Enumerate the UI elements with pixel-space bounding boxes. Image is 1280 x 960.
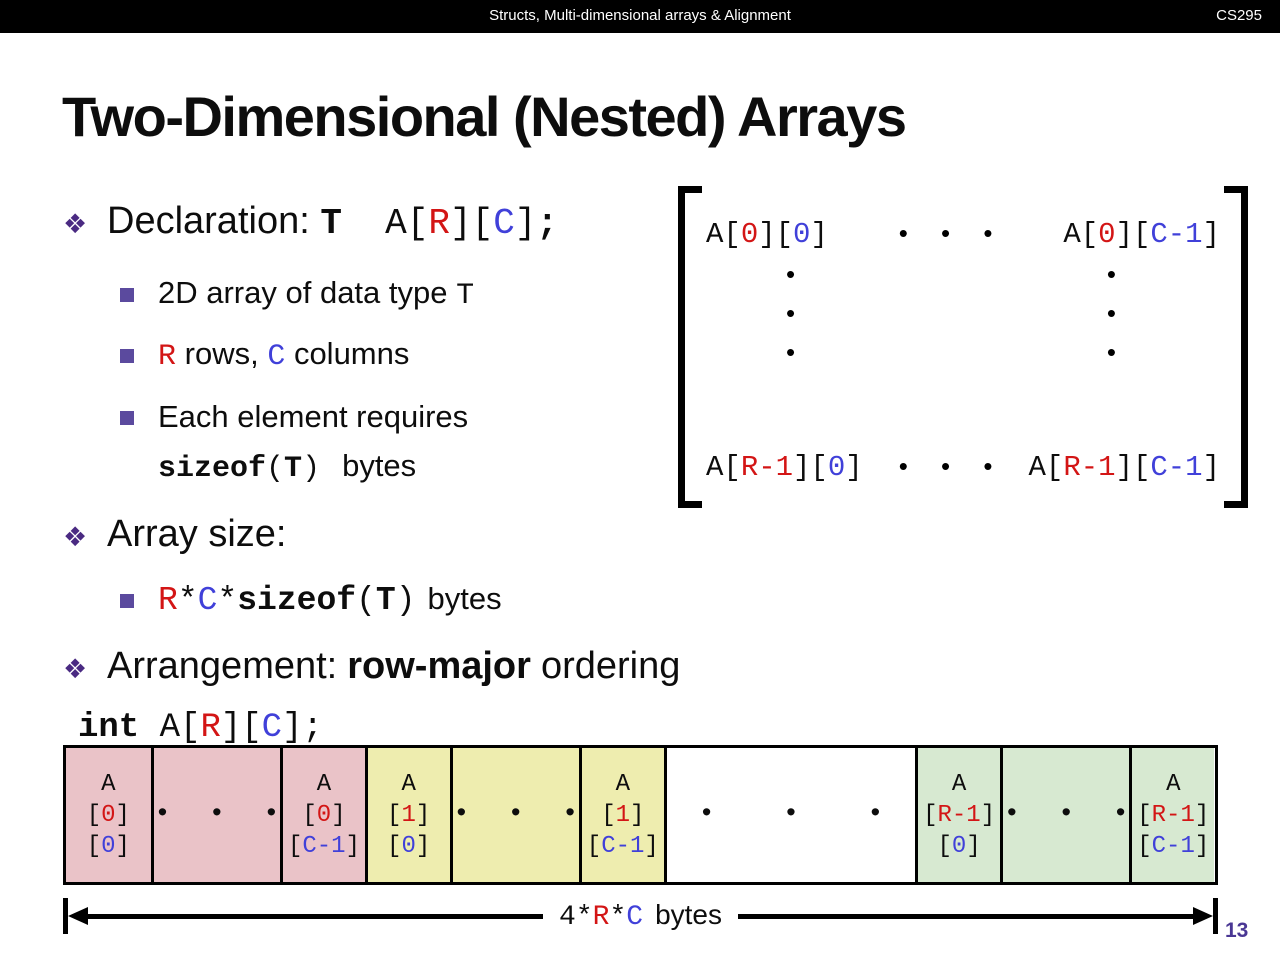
- lecture-title: Structs, Multi-dimensional arrays & Alig…: [489, 7, 791, 24]
- square-bullet-icon: [120, 349, 134, 363]
- memory-cell-dots: • • •: [999, 748, 1130, 882]
- memory-cell-dots: • • •: [150, 748, 281, 882]
- diamond-bullet-icon: ❖: [63, 209, 88, 240]
- matrix-entry-top-left: A[0][0]: [706, 218, 828, 251]
- int-declaration: int A[R][C];: [78, 709, 323, 747]
- memory-cell-a0c1: A [0] [C-1]: [280, 748, 365, 882]
- memory-layout-diagram: A [0] [0] • • • A [0] [C-1] A [1] [0] • …: [63, 745, 1218, 885]
- arrow-line: [738, 913, 1194, 919]
- sub-bullet-element-size: Each element requires: [120, 399, 468, 435]
- bullet-array-size: ❖ Array size:: [63, 513, 286, 556]
- sub-elem-line2: sizeof(T)bytes: [158, 448, 417, 486]
- matrix-top-row: A[0][0] • • • A[0][C-1]: [706, 218, 1220, 251]
- matrix-middle-row: ••• •••: [706, 251, 1220, 451]
- memory-cell-a00: A [0] [0]: [66, 748, 151, 882]
- arrow-right-head-icon: [1193, 907, 1214, 925]
- vertical-ellipsis-right: •••: [1106, 259, 1116, 367]
- matrix-entry-bottom-right: A[R-1][C-1]: [1028, 451, 1220, 484]
- declaration-text: Declaration: T A[R][C];: [107, 200, 559, 244]
- arrow-line: [88, 913, 544, 919]
- sub-bullet-element-size-line2: sizeof(T)bytes: [158, 448, 416, 486]
- sub-size-text: R*C*sizeof(T)bytes: [158, 581, 502, 619]
- sub-rows-text: R rows, C columns: [158, 336, 410, 374]
- memory-cell-dots: • • •: [449, 748, 579, 882]
- matrix-entry-top-right: A[0][C-1]: [1063, 218, 1220, 251]
- course-code: CS295: [1216, 7, 1262, 24]
- code-line-int-declaration: int A[R][C];: [78, 706, 323, 747]
- arrow-left-head-icon: [68, 907, 88, 925]
- page-number: 13: [1225, 919, 1249, 942]
- vertical-ellipsis-left: •••: [786, 259, 796, 367]
- top-bar: Structs, Multi-dimensional arrays & Alig…: [0, 0, 1280, 33]
- memory-cell-dots-gap: • • •: [663, 748, 916, 882]
- left-bracket: [678, 186, 702, 508]
- diamond-bullet-icon: ❖: [63, 522, 88, 553]
- memory-cell-a10: A [1] [0]: [364, 748, 450, 882]
- arrow-right-endbar: [1213, 898, 1219, 934]
- page-title: Two-Dimensional (Nested) Arrays: [62, 85, 907, 148]
- sub-2d-text: 2D array of data type T: [158, 275, 475, 313]
- sub-elem-line1: Each element requires: [158, 399, 469, 434]
- memory-cell-ar10: A [R-1] [0]: [915, 748, 1000, 882]
- array-size-text: Array size:: [107, 513, 287, 555]
- sub-bullet-2d-array: 2D array of data type T: [120, 275, 474, 313]
- matrix-entry-bottom-left: A[R-1][0]: [706, 451, 863, 484]
- memory-cell-a1c1: A [1] [C-1]: [578, 748, 664, 882]
- memory-cell-ar1c1: A [R-1] [C-1]: [1129, 748, 1215, 882]
- horizontal-ellipsis: • • •: [898, 451, 993, 481]
- matrix-diagram: A[0][0] • • • A[0][C-1] ••• ••• A[R-1][0…: [678, 186, 1248, 508]
- diamond-bullet-icon: ❖: [63, 654, 88, 685]
- sub-bullet-rows-columns: R rows, C columns: [120, 336, 409, 374]
- square-bullet-icon: [120, 288, 134, 302]
- matrix-content: A[0][0] • • • A[0][C-1] ••• ••• A[R-1][0…: [706, 186, 1220, 508]
- horizontal-ellipsis: • • •: [898, 218, 993, 248]
- right-bracket: [1224, 186, 1248, 508]
- square-bullet-icon: [120, 411, 134, 425]
- bullet-declaration: ❖ Declaration: T A[R][C];: [63, 200, 558, 244]
- sub-bullet-total-size: R*C*sizeof(T)bytes: [120, 581, 502, 619]
- square-bullet-icon: [120, 594, 134, 608]
- matrix-bottom-row: A[R-1][0] • • • A[R-1][C-1]: [706, 451, 1220, 484]
- arrow-left-endbar: [63, 898, 68, 934]
